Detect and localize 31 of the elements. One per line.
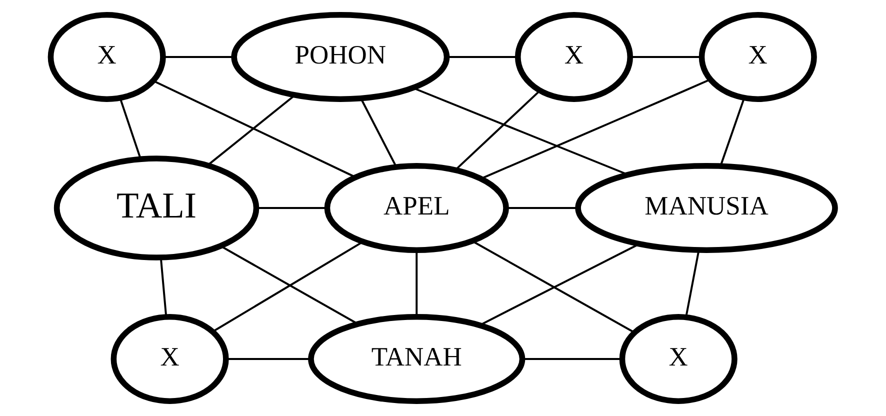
connector: [447, 56, 518, 58]
connector: [472, 240, 635, 334]
connector: [480, 78, 711, 180]
node-ellipse: X: [48, 12, 166, 102]
node-ellipse: TANAH: [308, 314, 526, 404]
connector: [163, 56, 234, 58]
connector: [206, 94, 296, 166]
node-ellipse: X: [110, 314, 229, 404]
connector: [412, 87, 628, 176]
connector: [220, 245, 358, 325]
connector: [212, 240, 364, 332]
connector: [506, 207, 578, 209]
connector: [479, 243, 639, 326]
node-ellipse: MANUSIA: [575, 163, 838, 253]
node-ellipse: POHON: [231, 12, 450, 102]
connector: [226, 358, 311, 360]
node-ellipse: X: [619, 314, 738, 404]
node-ellipse: X: [514, 12, 634, 102]
node-ellipse: X: [698, 12, 817, 102]
node-ellipse: APEL: [324, 163, 509, 253]
connector: [685, 250, 700, 318]
connector: [522, 358, 622, 360]
node-ellipse: TALI: [54, 156, 260, 260]
connector: [630, 56, 702, 58]
connector: [160, 257, 168, 317]
connector: [360, 98, 397, 168]
connector: [416, 250, 418, 316]
connector: [153, 80, 356, 178]
connector: [720, 98, 746, 166]
connector: [256, 207, 328, 209]
connector: [455, 90, 541, 170]
